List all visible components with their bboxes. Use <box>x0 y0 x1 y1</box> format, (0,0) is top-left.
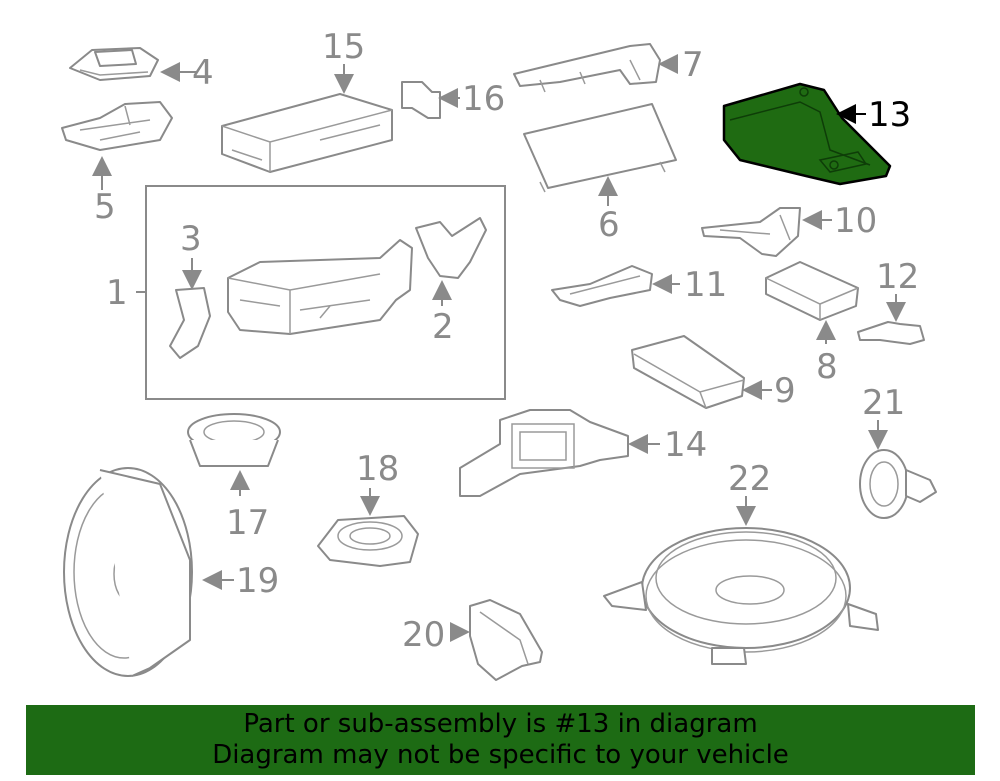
callout-3: 3 <box>180 219 202 259</box>
callout-2: 2 <box>432 307 454 347</box>
part-14[interactable] <box>459 409 660 497</box>
part-20[interactable] <box>450 599 543 681</box>
callout-22: 22 <box>728 459 771 499</box>
callout-12: 12 <box>876 257 919 297</box>
callout-11: 11 <box>684 265 727 305</box>
part-18[interactable] <box>317 488 419 567</box>
part-19[interactable] <box>63 467 234 677</box>
callout-10: 10 <box>834 201 877 241</box>
callout-1: 1 <box>106 273 128 313</box>
part-8[interactable] <box>765 261 859 344</box>
info-banner: Part or sub-assembly is #13 in diagram D… <box>26 705 975 775</box>
part-12[interactable] <box>857 294 925 345</box>
callout-13: 13 <box>868 95 911 135</box>
banner-line-1: Part or sub-assembly is #13 in diagram <box>243 709 758 739</box>
part-17[interactable] <box>187 413 281 496</box>
callout-5: 5 <box>94 187 116 227</box>
callout-19: 19 <box>236 561 279 601</box>
callout-7: 7 <box>682 45 704 85</box>
part-7[interactable] <box>513 43 678 93</box>
part-1[interactable] <box>227 239 413 335</box>
callout-15: 15 <box>322 27 365 67</box>
banner-line-2: Diagram may not be specific to your vehi… <box>212 740 789 770</box>
callout-20: 20 <box>402 615 445 655</box>
callout-8: 8 <box>816 347 838 387</box>
part-6[interactable] <box>523 103 677 206</box>
callout-9: 9 <box>774 371 796 411</box>
part-16[interactable] <box>401 81 460 119</box>
part-13-highlighted[interactable] <box>722 82 892 186</box>
callout-14: 14 <box>664 425 707 465</box>
callout-16: 16 <box>462 79 505 119</box>
part-3[interactable] <box>169 258 211 359</box>
part-10[interactable] <box>701 207 832 257</box>
callout-17: 17 <box>226 503 269 543</box>
part-5[interactable] <box>61 101 173 190</box>
part-9[interactable] <box>631 335 772 409</box>
callout-6: 6 <box>598 205 620 245</box>
callout-18: 18 <box>356 449 399 489</box>
part-15[interactable] <box>221 64 393 173</box>
callout-4: 4 <box>192 53 214 93</box>
part-11[interactable] <box>551 265 680 307</box>
part-2[interactable] <box>415 217 487 306</box>
part-22[interactable] <box>603 496 879 665</box>
part-21[interactable] <box>859 420 937 519</box>
callout-21: 21 <box>862 383 905 423</box>
part-4[interactable] <box>69 47 196 82</box>
